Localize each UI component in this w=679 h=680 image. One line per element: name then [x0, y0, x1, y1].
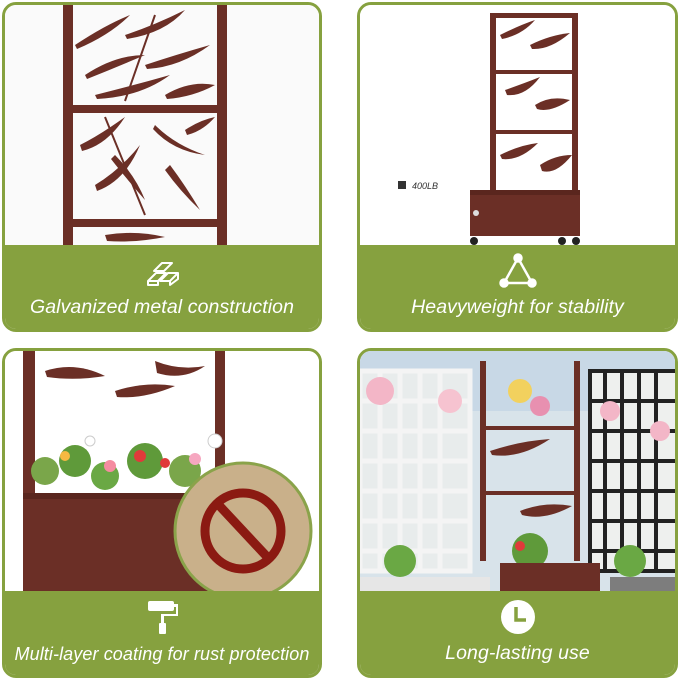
planter-flowers-image [5, 351, 319, 591]
caption-band: Long-lasting use [360, 591, 675, 675]
caption-text: Heavyweight for stability [411, 296, 624, 318]
planter-full-view-image: 400LB [360, 5, 675, 245]
feature-card-galvanized: Galvanized metal construction [2, 2, 322, 332]
metal-bars-icon [147, 262, 179, 286]
feature-card-long-lasting: Long-lasting use [357, 348, 678, 678]
weight-triangle-icon [498, 253, 537, 288]
caption-text: Galvanized metal construction [29, 296, 295, 318]
feature-card-rust-protection: Multi-layer coating for rust protection [2, 348, 322, 678]
weight-label: 400LB [412, 181, 439, 191]
paint-roller-icon [148, 601, 178, 634]
caption-band: Galvanized metal construction [5, 245, 319, 329]
caption-text: Multi-layer coating for rust protection [14, 644, 310, 664]
caption-band: Heavyweight for stability [360, 245, 675, 329]
feature-card-heavyweight: 400LB Heavyweight for stability [357, 2, 678, 332]
caption-text: Long-lasting use [445, 642, 590, 664]
trellis-closeup-image [5, 5, 319, 245]
clock-icon [500, 600, 535, 634]
caption-band: Multi-layer coating for rust protection [5, 591, 319, 675]
garden-scene-image [360, 351, 675, 591]
